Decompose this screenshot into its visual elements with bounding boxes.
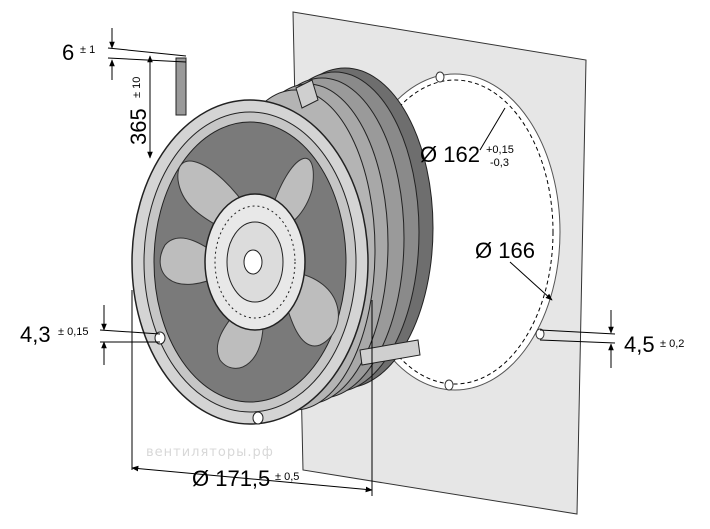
dim-6: 6 (62, 40, 74, 65)
dim-171-5: Ø 171,5 (192, 466, 270, 491)
dim-162: Ø 162 (420, 142, 480, 167)
dim-171-5-tol: ± 0,5 (275, 471, 299, 483)
fan-impeller (159, 158, 339, 369)
dim-166: Ø 166 (475, 238, 535, 263)
dimension-lines (99, 28, 616, 496)
panel-hole-top (435, 71, 445, 83)
dim-4-5: 4,5 (624, 332, 655, 357)
dimension-labels: 6 ± 1 365 ± 10 4,3 ± 0,15 Ø 162 +0,15 -0… (20, 40, 684, 491)
dim-4-3-tol: ± 0,15 (58, 326, 89, 338)
watermark: вентиляторы.рф (146, 445, 274, 460)
dim-365: 365 (126, 108, 151, 145)
dim-4-3: 4,3 (20, 322, 51, 347)
dim-6-tol: ± 1 (80, 44, 95, 56)
panel-hole-right (535, 328, 545, 340)
dim-162-upper: +0,15 (486, 144, 514, 156)
dim-365-tol: ± 10 (131, 77, 143, 98)
fan-clips (154, 79, 421, 425)
fan-hole (154, 331, 166, 345)
fan-hole (252, 411, 264, 425)
dim-4-5-tol: ± 0,2 (660, 338, 684, 350)
dim-162-lower: -0,3 (490, 157, 509, 169)
panel-hole-bottom (444, 379, 454, 391)
bolt-circle (356, 79, 554, 385)
cable (175, 57, 187, 116)
